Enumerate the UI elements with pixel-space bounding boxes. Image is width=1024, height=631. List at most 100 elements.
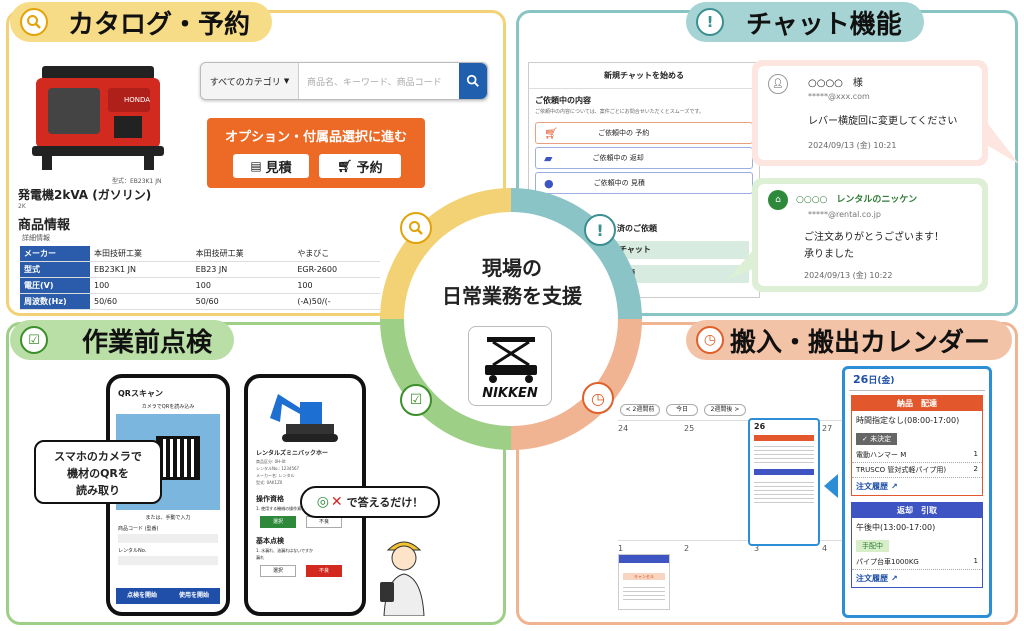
clock-icon: ◷ xyxy=(696,326,724,354)
bubble-tail xyxy=(727,248,755,280)
spec-header: 型式 xyxy=(20,261,90,278)
delivery-status-badge: ✓ 未決定 xyxy=(856,433,898,445)
scissor-lift-icon xyxy=(485,337,537,383)
item-name: TRUSCO 管対式軽パイプ用) xyxy=(856,466,947,474)
order-history-label: 注文履歴 xyxy=(856,574,888,583)
table-row: メーカー 本田技研工業 本田技研工業 やまびこ xyxy=(20,246,380,262)
selected-day-column[interactable]: 26 xyxy=(748,418,820,546)
spec-cell: EB23K1 JN xyxy=(90,261,192,278)
day-24[interactable]: 24 xyxy=(618,424,629,433)
search-input[interactable]: 商品名、キーワード、商品コード xyxy=(307,77,442,88)
return-status: 手配中 xyxy=(856,540,889,552)
product-name: 発電機2kVA (ガソリン) xyxy=(18,188,152,202)
bubble-tail xyxy=(985,120,1019,164)
item-qty: 1 xyxy=(973,557,978,565)
quote-button[interactable]: ▤ 見積 xyxy=(233,154,309,178)
cross-mark-icon: ✕ xyxy=(330,494,343,510)
calendar-title: 搬入・搬出カレンダー xyxy=(730,327,991,358)
day-27[interactable]: 27 xyxy=(822,424,833,433)
table-row: 型式 EB23K1 JN EB23 JN EGR-2600 xyxy=(20,261,380,278)
external-link-icon: ↗ xyxy=(891,482,898,491)
day-3[interactable]: 3 xyxy=(754,544,760,553)
return-header: 返却 引取 xyxy=(852,503,982,518)
excavator-image xyxy=(260,388,350,444)
reserve-label: 予約 xyxy=(356,160,383,176)
field-label-2: レンタルNo. xyxy=(118,548,147,554)
user-icon: 👤︎ xyxy=(768,74,788,94)
field-label-1: 商品コード (型番) xyxy=(118,526,159,532)
machine-name: レンタルズミニバックホー xyxy=(256,450,329,457)
product-sub: 2K xyxy=(18,203,26,210)
start-inspection-button[interactable]: 点検を開始 xyxy=(116,588,168,604)
staff-bubble: ⌂ ○○○○ レンタルのニッケン *****@rental.co.jp ご注文あ… xyxy=(752,178,988,292)
spec-header: メーカー xyxy=(20,246,90,262)
bad-button[interactable]: 不良 xyxy=(306,565,342,577)
search-bar: すべてのカテゴリ ▼ 商品名、キーワード、商品コード xyxy=(200,62,488,100)
item-qty: 1 xyxy=(973,450,978,458)
callout-line: スマホのカメラで xyxy=(54,450,142,463)
category-label: すべてのカテゴリ xyxy=(209,77,281,88)
customer-name: ○○○○ 様 xyxy=(808,78,863,89)
catalog-title: カタログ・予約 xyxy=(68,9,251,40)
spec-cell: 本田技研工業 xyxy=(191,246,294,262)
prev-weeks-button[interactable]: < 2週間前 xyxy=(620,404,660,416)
spec-cell: (-A)50/(- xyxy=(293,293,380,310)
reserve-button[interactable]: 🛒︎ 予約 xyxy=(319,154,401,178)
cart-icon: 🛒︎ xyxy=(544,126,558,140)
checklist-icon: ☑ xyxy=(20,326,48,354)
answer-text: で答えるだけ！ xyxy=(346,496,424,509)
pending-title: ご依頼中の内容 xyxy=(535,96,591,105)
spec-cell: 100 xyxy=(90,277,192,294)
worker-illustration xyxy=(374,532,434,617)
machine-info-2: レンタルNo.: 1234567 xyxy=(256,466,300,471)
inspection-title: 作業前点検 xyxy=(82,327,213,358)
delivery-status: 未決定 xyxy=(870,435,892,443)
next-weeks-button[interactable]: 2週間後 > xyxy=(704,404,746,416)
callout-line: 読み取り xyxy=(76,484,120,497)
staff-message-2: 承りました xyxy=(804,249,854,260)
spec-cell: やまびこ xyxy=(293,246,380,262)
good-button[interactable]: 選択 xyxy=(260,516,296,528)
cart-icon: 🛒︎ xyxy=(337,159,353,173)
start-use-button[interactable]: 使用を開始 xyxy=(168,588,220,604)
cancel-badge: キャンセル xyxy=(623,573,665,580)
chat-open-button[interactable]: チャット xyxy=(609,241,749,259)
calendar-tab: ◷ 搬入・搬出カレンダー xyxy=(686,320,1013,360)
order-history-link[interactable]: 注文履歴↗ xyxy=(852,570,982,587)
rental-no-input[interactable] xyxy=(118,556,218,565)
qr-title: QRスキャン xyxy=(118,389,163,398)
qr-sub: カメラでQRを読み込み xyxy=(141,404,195,410)
new-chat-button[interactable]: 新規チャットを始める xyxy=(529,63,759,89)
manual-label: または、手動で入力 xyxy=(145,515,191,521)
company-icon: ⌂ xyxy=(768,190,788,210)
spec-cell: EB23 JN xyxy=(191,261,294,278)
option-button[interactable]: オプション・付属品選択に進む xyxy=(224,130,407,145)
day-4[interactable]: 4 xyxy=(822,544,828,553)
order-history-link[interactable]: 注文履歴↗ xyxy=(852,478,982,495)
category-select[interactable]: すべてのカテゴリ ▼ xyxy=(201,63,299,99)
good-button[interactable]: 選択 xyxy=(260,565,296,577)
customer-message: レバー横旋回に変更してください xyxy=(808,116,958,127)
day-2[interactable]: 2 xyxy=(684,544,690,553)
magnifier-icon xyxy=(400,212,432,244)
delivery-card[interactable]: 納品 配達 時間指定なし(08:00-17:00) ✓ 未決定 電動ハンマー M… xyxy=(851,395,983,496)
calendar-event[interactable]: キャンセル xyxy=(618,554,670,610)
return-card[interactable]: 返却 引取 午後中(13:00-17:00) 手配中 パイプ台車1000KG 1… xyxy=(851,502,983,588)
center-message: 現場の 日常業務を支援 xyxy=(420,254,604,310)
pending-reserve-item[interactable]: 🛒︎ ご依頼中の 予約 xyxy=(535,122,753,144)
table-row: 電圧(V) 100 100 100 xyxy=(20,277,380,294)
search-button[interactable] xyxy=(459,63,487,99)
catalog-tab: カタログ・予約 xyxy=(10,2,273,42)
day-1[interactable]: 1 xyxy=(618,544,624,553)
detail-date-suffix: 日(金) xyxy=(868,376,895,386)
product-code-input[interactable] xyxy=(118,534,218,543)
today-button[interactable]: 今日 xyxy=(666,404,698,416)
spec-cell: 50/60 xyxy=(191,293,294,310)
question-1: 1. 使用する機械の操作資格を所持していますか xyxy=(256,506,341,511)
model-caption: 型式：EB23K1 JN xyxy=(112,178,162,185)
day-25[interactable]: 25 xyxy=(684,424,695,433)
pending-quote-item[interactable]: ● ご依頼中の 見積 xyxy=(535,172,753,194)
pending-return-item[interactable]: ▰ ご依頼中の 返却 xyxy=(535,147,753,169)
pending-item-label: ご依頼中の 見積 xyxy=(593,179,645,187)
generator-image: HONDA xyxy=(28,58,168,176)
